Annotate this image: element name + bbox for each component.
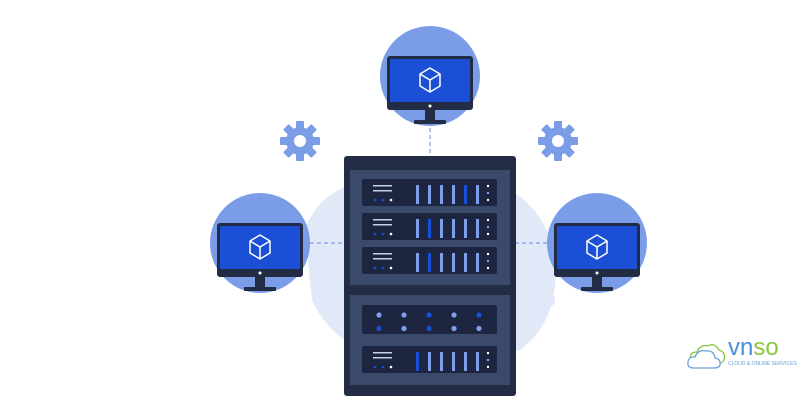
drive-bar xyxy=(464,253,467,272)
drive-bar xyxy=(440,185,443,204)
drive-bar xyxy=(452,185,455,204)
drive-bar xyxy=(416,253,419,272)
cube-icon xyxy=(419,67,441,93)
drive-bar xyxy=(476,219,479,238)
drive-bar xyxy=(464,185,467,204)
drive-bar xyxy=(416,352,419,371)
drive-bar xyxy=(452,352,455,371)
drive-bar xyxy=(452,219,455,238)
rack-unit xyxy=(362,213,497,240)
drive-bar xyxy=(452,253,455,272)
monitor-cube-icon xyxy=(210,193,310,293)
server-rack-icon xyxy=(344,156,516,396)
drive-bar xyxy=(464,352,467,371)
rack-unit-ports xyxy=(362,305,497,334)
monitor-cube-icon xyxy=(547,193,647,293)
drive-bar xyxy=(476,253,479,272)
rack-unit xyxy=(362,179,497,206)
port-led xyxy=(476,312,482,318)
logo-word-so: so xyxy=(753,334,779,361)
port-led xyxy=(401,325,407,332)
port-led xyxy=(451,325,457,332)
vnso-logo: vnso CLOUD & ONLINE SERVICES xyxy=(686,334,798,372)
logo-wordmark: vnso xyxy=(728,334,779,362)
drive-bar xyxy=(428,185,431,204)
drive-bar xyxy=(464,219,467,238)
drive-bar xyxy=(440,219,443,238)
drive-bar xyxy=(428,253,431,272)
port-led xyxy=(376,325,382,332)
cloud-logo-icon xyxy=(687,344,726,369)
port-led xyxy=(376,312,382,318)
port-led xyxy=(426,325,432,332)
drive-bar xyxy=(428,219,431,238)
connection-lines xyxy=(310,128,548,244)
port-led xyxy=(401,312,407,318)
monitor-cube-icon xyxy=(380,26,480,126)
gear-icon xyxy=(280,121,320,161)
drive-bar xyxy=(440,352,443,371)
rack-unit xyxy=(362,247,497,274)
cube-icon xyxy=(249,234,271,260)
drive-bar xyxy=(416,185,419,204)
rack-unit xyxy=(362,346,497,373)
port-led xyxy=(451,312,457,318)
drive-bar xyxy=(416,219,419,238)
drive-bar xyxy=(440,253,443,272)
logo-tagline: CLOUD & ONLINE SERVICES xyxy=(728,361,797,367)
drive-bar xyxy=(428,352,431,371)
drive-bar xyxy=(476,185,479,204)
port-led xyxy=(476,325,482,332)
port-led xyxy=(426,312,432,318)
logo-word-vn: vn xyxy=(728,334,754,361)
cube-icon xyxy=(586,234,608,260)
gear-icon xyxy=(538,121,578,161)
drive-bar xyxy=(476,352,479,371)
